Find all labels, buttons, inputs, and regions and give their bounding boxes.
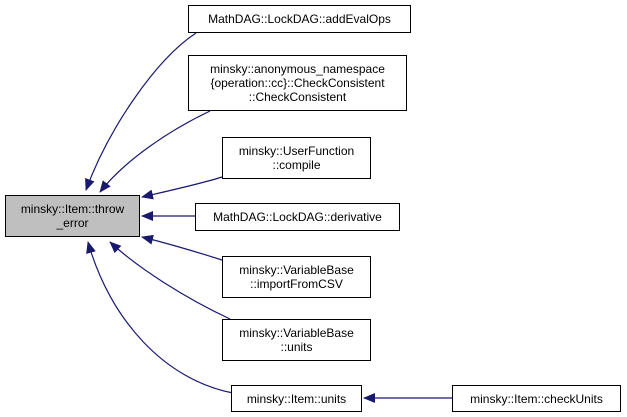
node-label-line: minsky::anonymous_namespace xyxy=(210,62,385,76)
node-label-line: minsky::VariableBase xyxy=(239,263,354,277)
node-checkUnits[interactable]: minsky::Item::checkUnits xyxy=(452,385,621,412)
node-throw_error: minsky::Item::throw_error xyxy=(5,195,140,237)
node-label-line: minsky::VariableBase xyxy=(239,326,354,340)
node-label-line: MathDAG::LockDAG::derivative xyxy=(213,210,382,224)
node-vbUnits[interactable]: minsky::VariableBase::units xyxy=(222,319,371,361)
node-label-line: MathDAG::LockDAG::addEvalOps xyxy=(208,12,391,26)
node-label-line: minsky::Item::throw xyxy=(20,202,125,216)
node-importFromCSV[interactable]: minsky::VariableBase::importFromCSV xyxy=(222,256,371,298)
edge-vbUnits-to-throw_error xyxy=(109,241,231,320)
node-label-line: minsky::Item::checkUnits xyxy=(470,391,603,406)
node-label-line: ::compile xyxy=(272,158,321,172)
edge-compile-to-throw_error xyxy=(141,176,223,200)
edge-checkConsistent-to-throw_error xyxy=(99,110,211,193)
node-checkConsistent[interactable]: minsky::anonymous_namespace{operation::c… xyxy=(188,55,407,111)
node-label-line: minsky::Item::units xyxy=(246,391,347,406)
node-addEvalOps[interactable]: MathDAG::LockDAG::addEvalOps xyxy=(188,5,411,33)
edge-importFromCSV-to-throw_error xyxy=(141,234,223,261)
node-derivative[interactable]: MathDAG::LockDAG::derivative xyxy=(195,203,400,231)
edge-itemUnits-to-throw_error xyxy=(86,241,234,394)
node-itemUnits[interactable]: minsky::Item::units xyxy=(231,385,362,412)
node-label-line: ::importFromCSV xyxy=(250,277,343,291)
node-label-line: ::CheckConsistent xyxy=(248,90,347,104)
node-label-line: _error xyxy=(56,216,89,230)
edge-addEvalOps-to-throw_error xyxy=(85,32,197,191)
node-label-line: minsky::UserFunction xyxy=(238,144,355,158)
node-compile[interactable]: minsky::UserFunction::compile xyxy=(222,137,371,179)
node-label-line: ::units xyxy=(280,340,313,354)
node-label-line: {operation::cc}::CheckConsistent xyxy=(210,76,385,90)
